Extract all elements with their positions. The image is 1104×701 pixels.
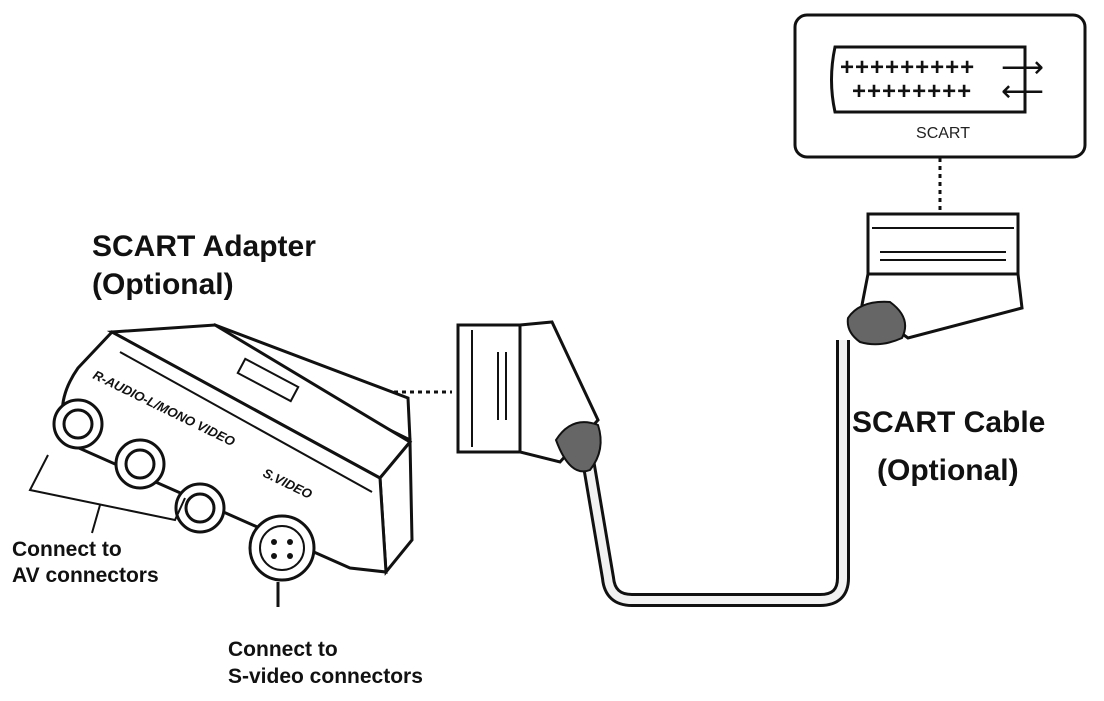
arrow-right-icon: ⟶ <box>1001 51 1044 84</box>
scart-plug-left <box>456 320 602 473</box>
scart-socket-outline <box>830 45 1027 114</box>
rca-jack-3-inner <box>184 492 216 524</box>
cable-title: SCART Cable <box>852 406 1046 439</box>
plug-left-face <box>456 323 522 454</box>
av-callout-bracket <box>28 454 186 522</box>
svideo-pin <box>287 553 293 559</box>
cable-outline <box>581 340 850 607</box>
rca-jack-2-inner <box>124 448 156 480</box>
rca-jack-1-inner <box>62 408 94 440</box>
svideo-jack-inner <box>259 525 305 571</box>
port-panel-label: SCART <box>916 125 970 142</box>
svideo-callout-line1: Connect to <box>228 638 338 661</box>
adapter-optional: (Optional) <box>92 268 234 301</box>
adapter-title: SCART Adapter <box>92 230 316 263</box>
plug-left-strain-relief <box>554 421 602 473</box>
scart-plug-right <box>846 212 1024 346</box>
svideo-pin <box>287 539 293 545</box>
av-callout-line2: AV connectors <box>12 564 159 587</box>
av-callout-line <box>91 504 101 534</box>
adapter-slot <box>236 357 300 403</box>
cable-body <box>584 340 847 604</box>
pin-row-bottom: ++++++++ <box>852 78 972 105</box>
tv-scart-port-panel: +++++++++ ++++++++ ⟶ ⟵ SCART <box>793 13 1087 159</box>
plug-right-strain-relief <box>846 300 906 346</box>
svideo-pin <box>271 539 277 545</box>
av-callout-line1: Connect to <box>12 538 122 561</box>
arrow-left-icon: ⟵ <box>1001 75 1044 108</box>
plug-right-face <box>866 212 1020 276</box>
scart-adapter: R-AUDIO-L/MONO VIDEO S.VIDEO <box>52 323 414 582</box>
cable-optional: (Optional) <box>877 454 1019 487</box>
svideo-pin <box>271 553 277 559</box>
pin-row-top: +++++++++ <box>840 54 975 81</box>
adapter-edge-line <box>119 351 373 493</box>
svideo-callout-line2: S-video connectors <box>228 665 423 688</box>
